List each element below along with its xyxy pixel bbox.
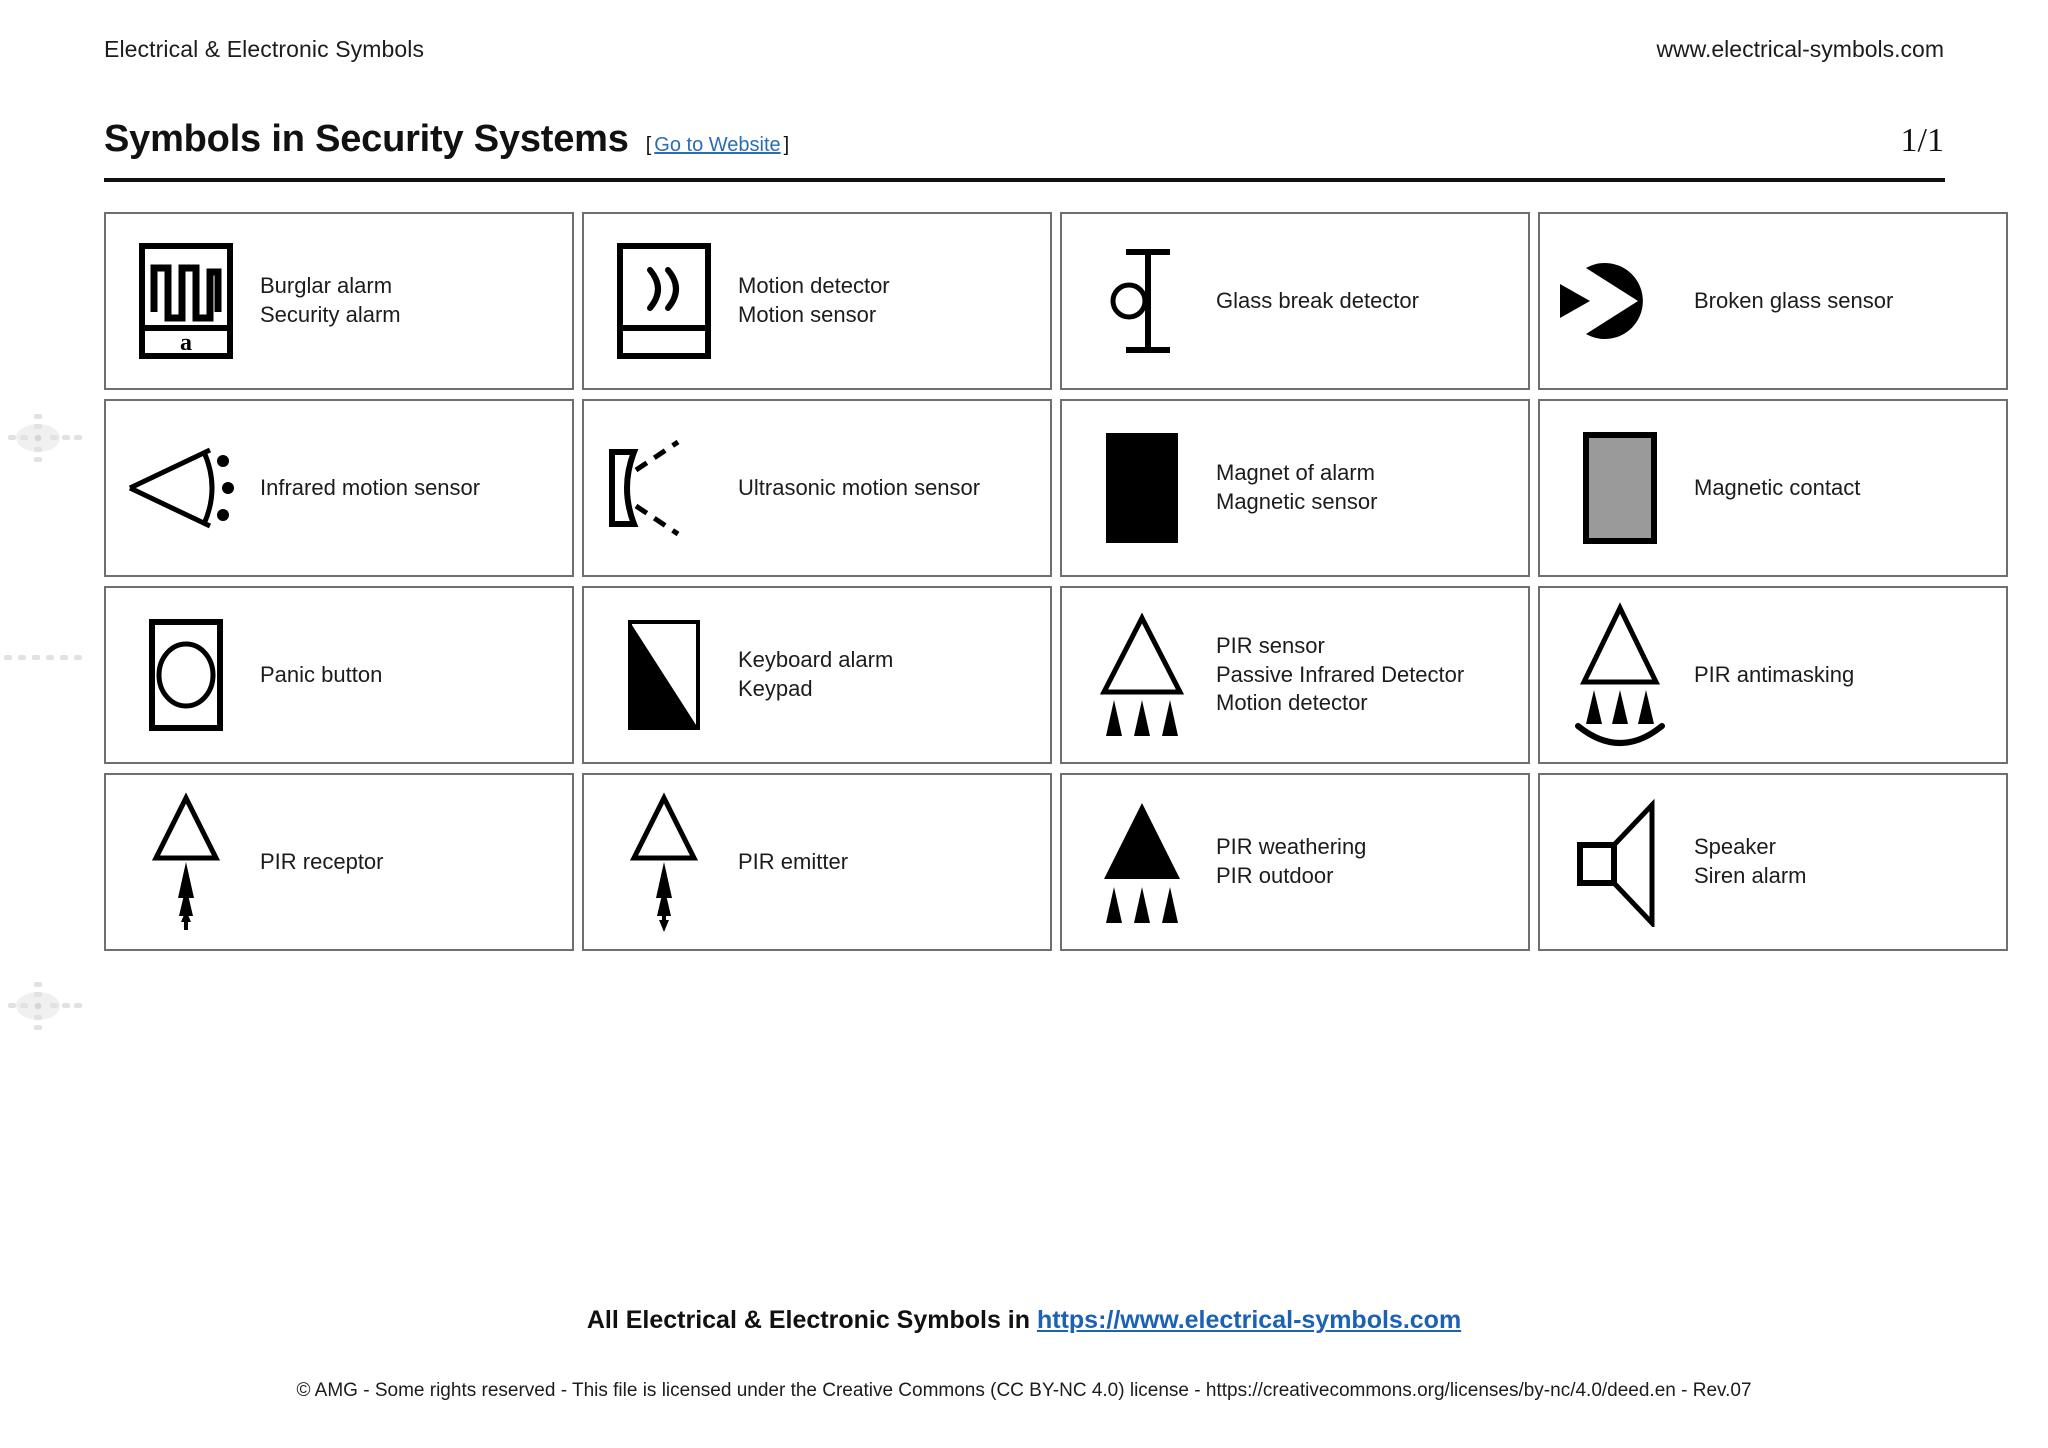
symbol-label-line: Passive Infrared Detector [1216, 661, 1465, 687]
symbol-label-line: PIR emitter [738, 848, 849, 874]
panic-button-icon [116, 600, 256, 750]
symbol-labels: Speaker Siren alarm [1690, 833, 1806, 890]
footer-license: © AMG - Some rights reserved - This file… [296, 1380, 1752, 1401]
symbol-label-line: Panic button [260, 661, 383, 687]
page-header: Electrical & Electronic Symbols www.elec… [104, 36, 1944, 63]
pir-sensor-icon [1072, 600, 1212, 750]
symbol-cell-speaker[interactable]: Speaker Siren alarm [1538, 773, 2008, 951]
title-divider [104, 178, 1945, 182]
symbol-cell-pir-weathering[interactable]: PIR weathering PIR outdoor [1060, 773, 1530, 951]
footer-prefix: All Electrical & Electronic Symbols in [586, 1306, 1037, 1334]
infrared-motion-sensor-icon [116, 413, 256, 563]
go-to-website-link[interactable]: Go to Website [654, 134, 781, 156]
symbol-cell-pir-emitter[interactable]: PIR emitter [582, 773, 1052, 951]
title-row: Symbols in Security Systems [Go to Websi… [104, 118, 1944, 161]
symbol-labels: PIR weathering PIR outdoor [1212, 833, 1366, 890]
symbol-cell-keyboard-alarm[interactable]: Keyboard alarm Keypad [582, 586, 1052, 764]
burglar-alarm-icon: a [116, 226, 256, 376]
go-to-website-wrapper: [Go to Website] [643, 134, 792, 157]
symbol-label-line: Speaker [1694, 834, 1776, 860]
symbol-label-line: Motion sensor [738, 302, 877, 327]
symbol-label-line: Magnetic sensor [1216, 489, 1378, 514]
page-number: 1/1 [1900, 122, 1944, 159]
symbol-label-line: Infrared motion sensor [260, 474, 481, 500]
symbol-cell-panic-button[interactable]: Panic button [104, 586, 574, 764]
symbol-labels: PIR emitter [734, 848, 848, 877]
page-title: Symbols in Security Systems [104, 118, 629, 160]
symbol-label-line: Keyboard alarm [738, 647, 894, 673]
symbol-labels: Motion detector Motion sensor [734, 272, 890, 329]
symbol-cell-pir-antimasking[interactable]: PIR antimasking [1538, 586, 2008, 764]
symbol-cell-motion-detector[interactable]: Motion detector Motion sensor [582, 212, 1052, 390]
keyboard-alarm-icon [594, 600, 734, 750]
symbol-cell-ultrasonic-motion-sensor[interactable]: Ultrasonic motion sensor [582, 399, 1052, 577]
symbol-label-line: Magnetic contact [1694, 474, 1861, 500]
symbol-cell-pir-sensor[interactable]: PIR sensor Passive Infrared Detector Mot… [1060, 586, 1530, 764]
symbol-label-line: PIR sensor [1216, 633, 1325, 659]
symbol-label-line: Ultrasonic motion sensor [738, 474, 981, 500]
brand-label: Electrical & Electronic Symbols [104, 36, 425, 62]
motion-detector-icon [594, 226, 734, 376]
symbol-cell-glass-break-detector[interactable]: Glass break detector [1060, 212, 1530, 390]
site-url-label: www.electrical-symbols.com [1656, 36, 1944, 62]
symbol-cell-magnet-of-alarm[interactable]: Magnet of alarm Magnetic sensor [1060, 399, 1530, 577]
symbol-labels: Burglar alarm Security alarm [256, 272, 401, 329]
symbol-cell-infrared-motion-sensor[interactable]: Infrared motion sensor [104, 399, 574, 577]
pir-receptor-icon [116, 787, 256, 937]
symbol-labels: Magnetic contact [1690, 474, 1860, 503]
symbol-label-line: Motion detector [1216, 690, 1368, 716]
registration-marks [4, 414, 82, 1030]
footer-primary: All Electrical & Electronic Symbols in h… [0, 1306, 2048, 1335]
speaker-icon [1550, 787, 1690, 937]
symbol-labels: Magnet of alarm Magnetic sensor [1212, 459, 1377, 516]
symbol-label-line: Siren alarm [1694, 863, 1807, 888]
symbol-label-line: Glass break detector [1216, 287, 1419, 313]
symbol-label-line: Broken glass sensor [1694, 287, 1894, 313]
symbol-labels: Infrared motion sensor [256, 474, 480, 503]
bracket-close: ] [783, 134, 790, 156]
footer-website-link[interactable]: https://www.electrical-symbols.com [1036, 1306, 1462, 1334]
glass-break-detector-icon [1072, 226, 1212, 376]
symbol-labels: Broken glass sensor [1690, 287, 1893, 316]
svg-text:a: a [180, 330, 192, 356]
symbol-cell-broken-glass-sensor[interactable]: Broken glass sensor [1538, 212, 2008, 390]
symbol-cell-burglar-alarm[interactable]: a Burglar alarm Security alarm [104, 212, 574, 390]
symbol-labels: PIR antimasking [1690, 661, 1854, 690]
symbol-labels: Ultrasonic motion sensor [734, 474, 980, 503]
broken-glass-sensor-icon [1550, 226, 1690, 376]
symbol-labels: PIR receptor [256, 848, 384, 877]
symbol-label-line: PIR outdoor [1216, 863, 1334, 888]
symbol-label-line: PIR receptor [260, 848, 384, 874]
pir-antimasking-icon [1550, 600, 1690, 750]
symbol-label-line: Burglar alarm [260, 273, 393, 299]
magnet-of-alarm-icon [1072, 413, 1212, 563]
magnetic-contact-icon [1550, 413, 1690, 563]
symbol-labels: PIR sensor Passive Infrared Detector Mot… [1212, 632, 1464, 718]
symbol-label-line: Security alarm [260, 302, 401, 327]
symbol-cell-pir-receptor[interactable]: PIR receptor [104, 773, 574, 951]
symbol-label-line: Motion detector [738, 273, 890, 299]
symbols-grid: a Burglar alarm Security alarm Motion de… [104, 212, 2008, 951]
symbol-label-line: Keypad [738, 676, 813, 701]
symbol-labels: Keyboard alarm Keypad [734, 646, 893, 703]
pir-weathering-icon [1072, 787, 1212, 937]
symbol-label-line: PIR weathering [1216, 834, 1367, 860]
symbol-label-line: PIR antimasking [1694, 661, 1855, 687]
symbol-labels: Glass break detector [1212, 287, 1419, 316]
symbol-labels: Panic button [256, 661, 382, 690]
ultrasonic-motion-sensor-icon [594, 413, 734, 563]
symbol-label-line: Magnet of alarm [1216, 460, 1375, 486]
symbol-cell-magnetic-contact[interactable]: Magnetic contact [1538, 399, 2008, 577]
pir-emitter-icon [594, 787, 734, 937]
bracket-open: [ [645, 134, 652, 156]
